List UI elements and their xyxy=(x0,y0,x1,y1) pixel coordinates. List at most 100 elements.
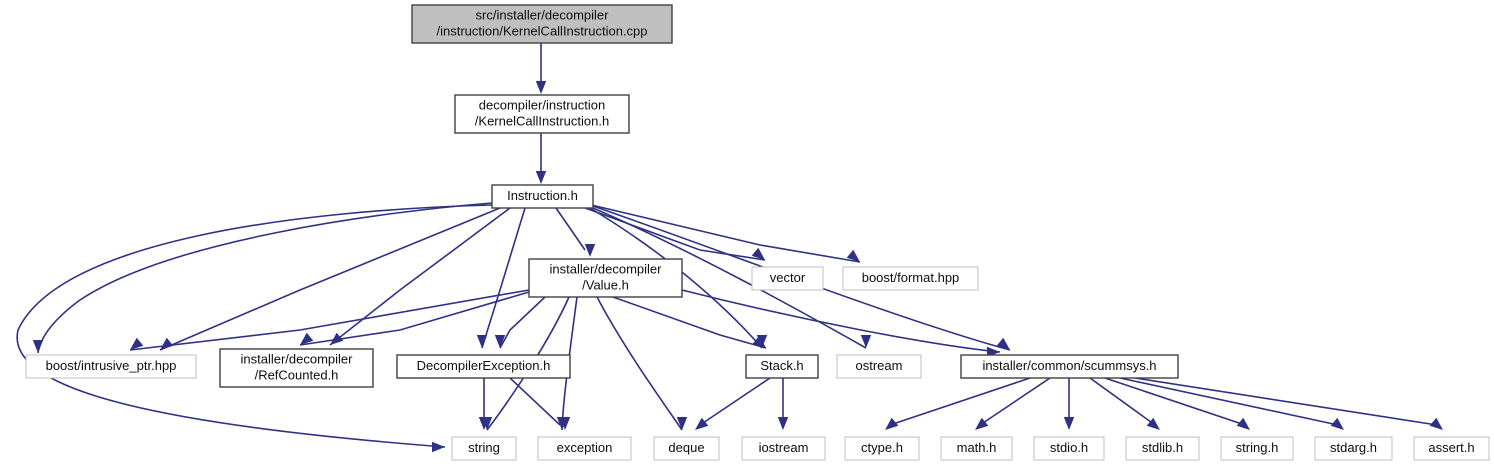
node-box[interactable] xyxy=(1033,436,1105,461)
arrowhead-icon xyxy=(130,337,144,350)
node-label: assert.h xyxy=(1428,440,1474,455)
node-label: installer/decompiler xyxy=(550,261,663,276)
edge-layer xyxy=(16,43,1443,453)
node-box[interactable] xyxy=(844,436,920,461)
node-label: exception xyxy=(557,440,613,455)
graph-edge xyxy=(1089,377,1156,426)
node-box[interactable] xyxy=(537,436,632,461)
arrowhead-icon xyxy=(860,335,872,348)
node-box[interactable] xyxy=(653,436,720,461)
graph-node-decompilerexception_h[interactable]: DecompilerException.h xyxy=(396,354,571,379)
node-box[interactable] xyxy=(411,4,673,44)
arrowhead-icon xyxy=(160,337,174,350)
graph-edge xyxy=(582,202,861,263)
arrowhead-icon xyxy=(32,340,44,353)
graph-node-stdlib_h[interactable]: stdlib.h xyxy=(1125,436,1200,461)
arrowhead-icon xyxy=(300,332,314,345)
graph-node-math_h[interactable]: math.h xyxy=(940,436,1013,461)
graph-node-exception[interactable]: exception xyxy=(537,436,632,461)
node-box[interactable] xyxy=(1220,436,1294,461)
graph-edge xyxy=(889,377,1031,426)
node-box[interactable] xyxy=(451,436,517,461)
arrowhead-icon xyxy=(535,171,547,184)
graph-edge xyxy=(329,207,511,346)
node-box[interactable] xyxy=(741,436,826,461)
node-box[interactable] xyxy=(491,184,594,209)
node-box[interactable] xyxy=(836,354,922,379)
arrowhead-icon xyxy=(559,417,571,430)
graph-node-stdio_h[interactable]: stdio.h xyxy=(1033,436,1105,461)
arrowhead-icon xyxy=(1146,417,1160,430)
graph-edge xyxy=(555,207,586,251)
node-box[interactable] xyxy=(960,354,1179,379)
graph-edge xyxy=(979,377,1051,426)
node-label: stdio.h xyxy=(1050,440,1088,455)
arrowhead-icon xyxy=(1236,417,1250,430)
graph-node-kernelcall_h[interactable]: decompiler/instruction/KernelCallInstruc… xyxy=(454,94,630,134)
graph-edge xyxy=(596,296,683,431)
graph-node-scummsys_h[interactable]: installer/common/scummsys.h xyxy=(960,354,1179,379)
node-box[interactable] xyxy=(454,94,630,134)
node-label: boost/format.hpp xyxy=(862,270,960,285)
graph-node-instruction_h[interactable]: Instruction.h xyxy=(491,184,594,209)
arrowhead-icon xyxy=(432,441,445,453)
graph-node-deque[interactable]: deque xyxy=(653,436,720,461)
node-box[interactable] xyxy=(1413,436,1490,461)
node-box[interactable] xyxy=(1314,436,1393,461)
arrowhead-icon xyxy=(535,81,547,94)
node-box[interactable] xyxy=(1125,436,1200,461)
node-label: deque xyxy=(668,440,704,455)
node-box[interactable] xyxy=(751,266,824,291)
node-box[interactable] xyxy=(528,258,683,298)
graph-edge xyxy=(1134,377,1438,426)
graph-edge xyxy=(576,204,766,261)
graph-node-ctype_h[interactable]: ctype.h xyxy=(844,436,920,461)
graph-node-string_h[interactable]: string.h xyxy=(1220,436,1294,461)
arrowhead-icon xyxy=(777,417,789,430)
graph-node-string[interactable]: string xyxy=(451,436,517,461)
arrowhead-icon xyxy=(975,417,989,430)
graph-node-vector[interactable]: vector xyxy=(751,266,824,291)
graph-node-stack_h[interactable]: Stack.h xyxy=(745,354,819,379)
node-label: iostream xyxy=(759,440,809,455)
node-box[interactable] xyxy=(745,354,819,379)
arrowhead-icon xyxy=(751,247,765,260)
graph-node-refcounted_h[interactable]: installer/decompiler/RefCounted.h xyxy=(219,348,374,388)
graph-node-root[interactable]: src/installer/decompiler/instruction/Ker… xyxy=(411,4,673,44)
node-label: decompiler/instruction xyxy=(479,97,605,112)
graph-node-boost_intrusive[interactable]: boost/intrusive_ptr.hpp xyxy=(25,354,197,379)
node-box[interactable] xyxy=(396,354,571,379)
arrowhead-icon xyxy=(1063,417,1075,430)
node-label: stdlib.h xyxy=(1142,440,1183,455)
graph-node-stdarg_h[interactable]: stdarg.h xyxy=(1314,436,1393,461)
node-label: installer/decompiler xyxy=(241,351,354,366)
node-box[interactable] xyxy=(940,436,1013,461)
graph-edge xyxy=(37,202,493,354)
node-label: stdarg.h xyxy=(1330,440,1377,455)
node-label: Instruction.h xyxy=(507,188,578,203)
node-label: src/installer/decompiler xyxy=(476,7,610,22)
arrowhead-icon xyxy=(885,417,899,430)
graph-node-boost_format[interactable]: boost/format.hpp xyxy=(842,266,979,291)
graph-edge xyxy=(699,377,771,426)
node-box[interactable] xyxy=(219,348,374,388)
graph-edge xyxy=(509,377,561,426)
node-label: string.h xyxy=(1236,440,1279,455)
node-label: installer/common/scummsys.h xyxy=(982,358,1156,373)
node-label: string xyxy=(468,440,500,455)
arrowhead-icon xyxy=(996,337,1010,350)
graph-node-iostream[interactable]: iostream xyxy=(741,436,826,461)
node-label: DecompilerException.h xyxy=(417,358,551,373)
graph-node-ostream[interactable]: ostream xyxy=(836,354,922,379)
node-box[interactable] xyxy=(25,354,197,379)
graph-node-assert_h[interactable]: assert.h xyxy=(1413,436,1490,461)
node-layer: src/installer/decompiler/instruction/Ker… xyxy=(25,4,1490,461)
node-box[interactable] xyxy=(842,266,979,291)
graph-edge xyxy=(681,289,1001,353)
graph-edge xyxy=(481,207,526,349)
graph-edge xyxy=(1119,377,1339,426)
graph-edge xyxy=(16,204,493,448)
node-label: math.h xyxy=(957,440,997,455)
graph-node-value_h[interactable]: installer/decompiler/Value.h xyxy=(528,258,683,298)
node-label: /instruction/KernelCallInstruction.cpp xyxy=(437,23,648,38)
